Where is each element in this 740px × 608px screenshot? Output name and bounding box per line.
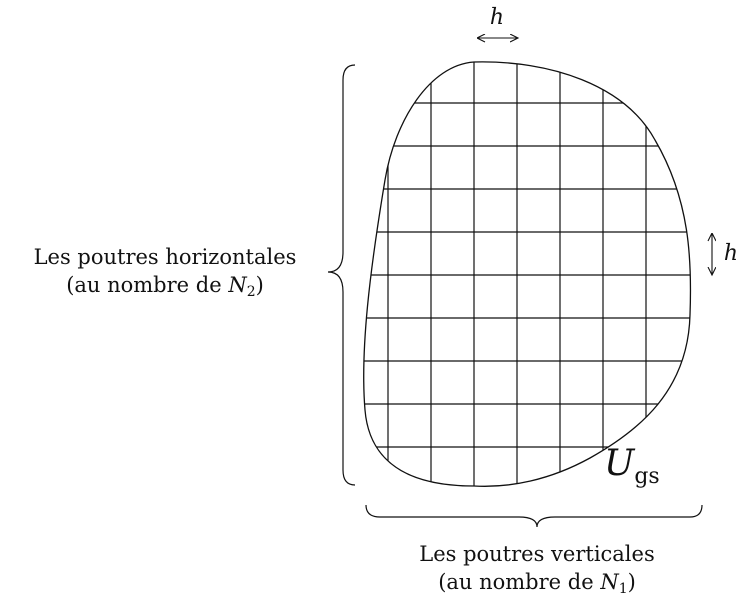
vertical-beams-line2: (au nombre de N1) (337, 568, 737, 596)
vertical-beams-prefix: (au nombre de (438, 570, 601, 594)
grid-lines (363, 61, 691, 487)
h-label-right: h (723, 241, 739, 266)
vertical-beams-var: N (600, 570, 619, 594)
vertical-beams-label: Les poutres verticales (au nombre de N1) (337, 540, 737, 596)
vertical-beams-suffix: ) (627, 570, 636, 594)
domain-label: Ugs (604, 443, 660, 488)
h-label-top: h (489, 5, 505, 30)
horizontal-beams-line2: (au nombre de N2) (0, 271, 330, 299)
domain-label-sub: gs (634, 464, 660, 489)
horizontal-beams-sub: 2 (246, 284, 256, 300)
vertical-beams-line1: Les poutres verticales (419, 542, 655, 566)
horizontal-beams-var: N (228, 273, 247, 297)
left-brace (327, 64, 356, 486)
horizontal-beams-line1: Les poutres horizontales (33, 245, 297, 269)
vertical-beams-sub: 1 (618, 581, 628, 597)
domain-outline (363, 61, 692, 487)
horizontal-beams-prefix: (au nombre de (66, 273, 229, 297)
domain-label-main: U (604, 443, 635, 484)
horizontal-beams-label: Les poutres horizontales (au nombre de N… (0, 243, 330, 299)
bottom-brace (365, 504, 703, 528)
horizontal-beams-suffix: ) (255, 273, 264, 297)
